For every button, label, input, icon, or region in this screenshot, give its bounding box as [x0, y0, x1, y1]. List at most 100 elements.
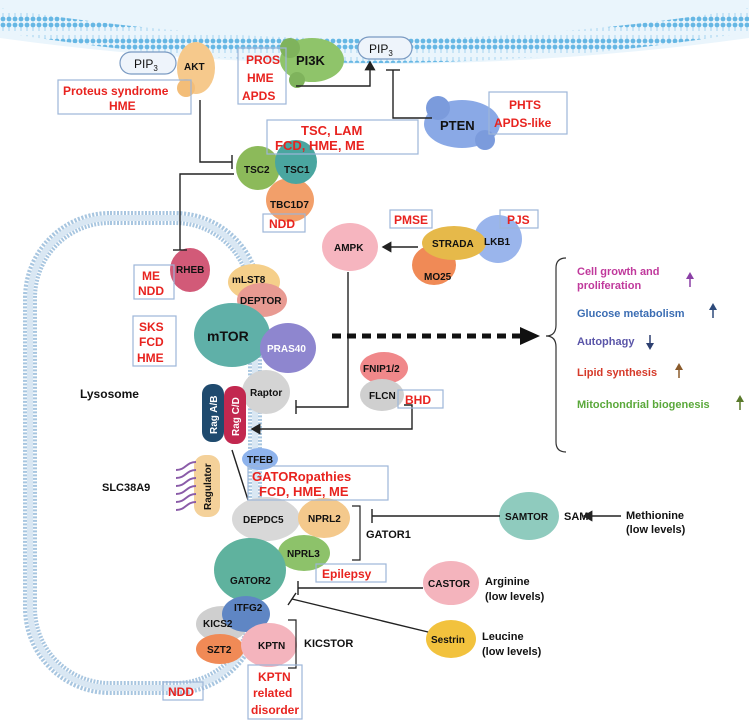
svg-text:APDS-like: APDS-like	[494, 116, 552, 130]
svg-text:HME: HME	[247, 71, 274, 85]
svg-text:Ragulator: Ragulator	[203, 463, 214, 510]
outcome-0-up-arrow-icon	[686, 272, 694, 287]
flcn-complex: FNIP1/2 FLCN	[360, 352, 408, 411]
svg-text:BHD: BHD	[405, 393, 431, 407]
svg-text:KICSTOR: KICSTOR	[304, 638, 353, 650]
pi3k-protein: PI3K	[280, 38, 344, 88]
svg-text:AMPK: AMPK	[334, 243, 364, 254]
akt-protein: AKT	[177, 42, 215, 97]
svg-text:(low levels): (low levels)	[626, 524, 686, 536]
outcome-0-text2: proliferation	[577, 280, 641, 292]
outcome-2-text: Autophagy	[577, 336, 635, 348]
svg-text:AKT: AKT	[184, 62, 205, 73]
svg-text:KICS2: KICS2	[203, 619, 233, 630]
svg-text:TSC1: TSC1	[284, 165, 310, 176]
svg-text:disorder: disorder	[251, 703, 299, 717]
svg-text:PIP3: PIP3	[134, 57, 158, 73]
svg-text:FLCN: FLCN	[369, 391, 396, 402]
tfeb-protein: TFEB	[242, 448, 278, 470]
svg-text:RHEB: RHEB	[176, 265, 204, 276]
rheb-protein: RHEB	[170, 248, 210, 292]
outcome-0-text: Cell growth and	[577, 266, 660, 278]
svg-text:(low levels): (low levels)	[485, 591, 545, 603]
svg-text:STRADA: STRADA	[432, 239, 474, 250]
svg-text:APDS: APDS	[242, 89, 275, 103]
svg-text:FCD, HME, ME: FCD, HME, ME	[275, 138, 365, 153]
svg-text:SLC38A9: SLC38A9	[102, 482, 150, 494]
svg-text:FCD: FCD	[139, 335, 164, 349]
svg-text:SKS: SKS	[139, 320, 164, 334]
outcome-1-up-arrow-icon	[709, 303, 717, 318]
svg-text:Arginine: Arginine	[485, 576, 530, 588]
svg-text:Proteus syndrome: Proteus syndrome	[63, 84, 169, 98]
pathway-connectors	[173, 60, 621, 633]
svg-text:PMSE: PMSE	[394, 213, 428, 227]
svg-text:SAMTOR: SAMTOR	[505, 512, 549, 523]
svg-text:PIP3: PIP3	[369, 42, 393, 58]
svg-text:HME: HME	[137, 351, 164, 365]
svg-text:ME: ME	[142, 269, 160, 283]
disease-text: PROS HME APDS Proteus syndrome HME PHTS …	[63, 53, 552, 717]
ampk-protein: AMPK	[322, 223, 378, 271]
samtor-protein: SAMTOR SAM Methionine (low levels)	[499, 492, 686, 540]
lkb1-complex: STRADA LKB1 MO25	[412, 215, 522, 285]
gator2-complex: GATOR2	[214, 538, 286, 602]
svg-text:GATORopathies: GATORopathies	[252, 469, 351, 484]
svg-text:KPTN: KPTN	[258, 670, 291, 684]
svg-text:Rag A/B: Rag A/B	[209, 395, 220, 434]
pten-protein: PTEN	[424, 96, 500, 150]
svg-text:mLST8: mLST8	[232, 275, 266, 286]
castor-protein: CASTOR Arginine (low levels)	[423, 561, 545, 605]
svg-text:PROS: PROS	[246, 53, 280, 67]
svg-text:NDD: NDD	[168, 685, 194, 699]
svg-text:TSC2: TSC2	[244, 165, 270, 176]
pip3-right: PIP3	[357, 36, 413, 60]
pip3-right-text: PIP	[369, 42, 388, 56]
svg-text:PRAS40: PRAS40	[267, 344, 306, 355]
gator1-complex: DEPDC5 NPRL2 NPRL3 GATOR1	[232, 497, 411, 571]
svg-text:TFEB: TFEB	[247, 455, 273, 466]
disease-labels	[57, 47, 568, 720]
pip3-left: PIP3	[119, 51, 177, 75]
outcome-2-down-arrow-icon	[646, 335, 654, 350]
kicstor-complex: KICS2 ITFG2 SZT2 KPTN KICSTOR	[196, 596, 353, 669]
svg-text:TBC1D7: TBC1D7	[270, 200, 309, 211]
outcome-1-text: Glucose metabolism	[577, 308, 685, 320]
svg-text:ITFG2: ITFG2	[234, 603, 263, 614]
svg-text:FNIP1/2: FNIP1/2	[363, 364, 400, 375]
svg-text:LKB1: LKB1	[484, 237, 511, 248]
svg-text:Sestrin: Sestrin	[431, 635, 465, 646]
svg-text:SAM: SAM	[564, 511, 588, 523]
svg-text:MO25: MO25	[424, 272, 452, 283]
svg-text:(low levels): (low levels)	[482, 646, 542, 658]
tsc-complex: TSC2 TSC1 TBC1D7	[236, 140, 317, 222]
svg-text:NDD: NDD	[269, 217, 295, 231]
svg-text:NPRL3: NPRL3	[287, 549, 320, 560]
svg-text:FCD, HME, ME: FCD, HME, ME	[259, 484, 349, 499]
svg-text:PI3K: PI3K	[296, 53, 326, 68]
svg-text:NDD: NDD	[138, 284, 164, 298]
svg-text:DEPTOR: DEPTOR	[240, 296, 282, 307]
svg-text:GATOR1: GATOR1	[366, 529, 411, 541]
svg-text:NPRL2: NPRL2	[308, 514, 341, 525]
svg-text:KPTN: KPTN	[258, 641, 285, 652]
svg-text:mTOR: mTOR	[207, 328, 249, 344]
outcome-4-up-arrow-icon	[736, 395, 744, 410]
mtor-output-arrow	[332, 257, 567, 453]
svg-text:HME: HME	[109, 99, 136, 113]
svg-text:Rag C/D: Rag C/D	[231, 397, 242, 436]
rag-gtpases: Rag A/B Rag C/D	[202, 384, 246, 444]
outcome-3-text: Lipid synthesis	[577, 367, 657, 379]
svg-text:DEPDC5: DEPDC5	[243, 515, 284, 526]
slc38a9-transporter: SLC38A9	[102, 461, 197, 511]
svg-text:CASTOR: CASTOR	[428, 579, 471, 590]
mtor-outcomes: Cell growth and proliferation Glucose me…	[577, 266, 744, 411]
svg-text:TSC, LAM: TSC, LAM	[301, 123, 362, 138]
svg-text:Epilepsy: Epilepsy	[322, 567, 372, 581]
sestrin-protein: Sestrin Leucine (low levels)	[426, 620, 542, 658]
outcome-3-up-arrow-icon	[675, 363, 683, 378]
svg-text:PJS: PJS	[507, 213, 530, 227]
outcome-4-text: Mitochondrial biogenesis	[577, 399, 710, 411]
pip3-left-text: PIP	[134, 57, 153, 71]
